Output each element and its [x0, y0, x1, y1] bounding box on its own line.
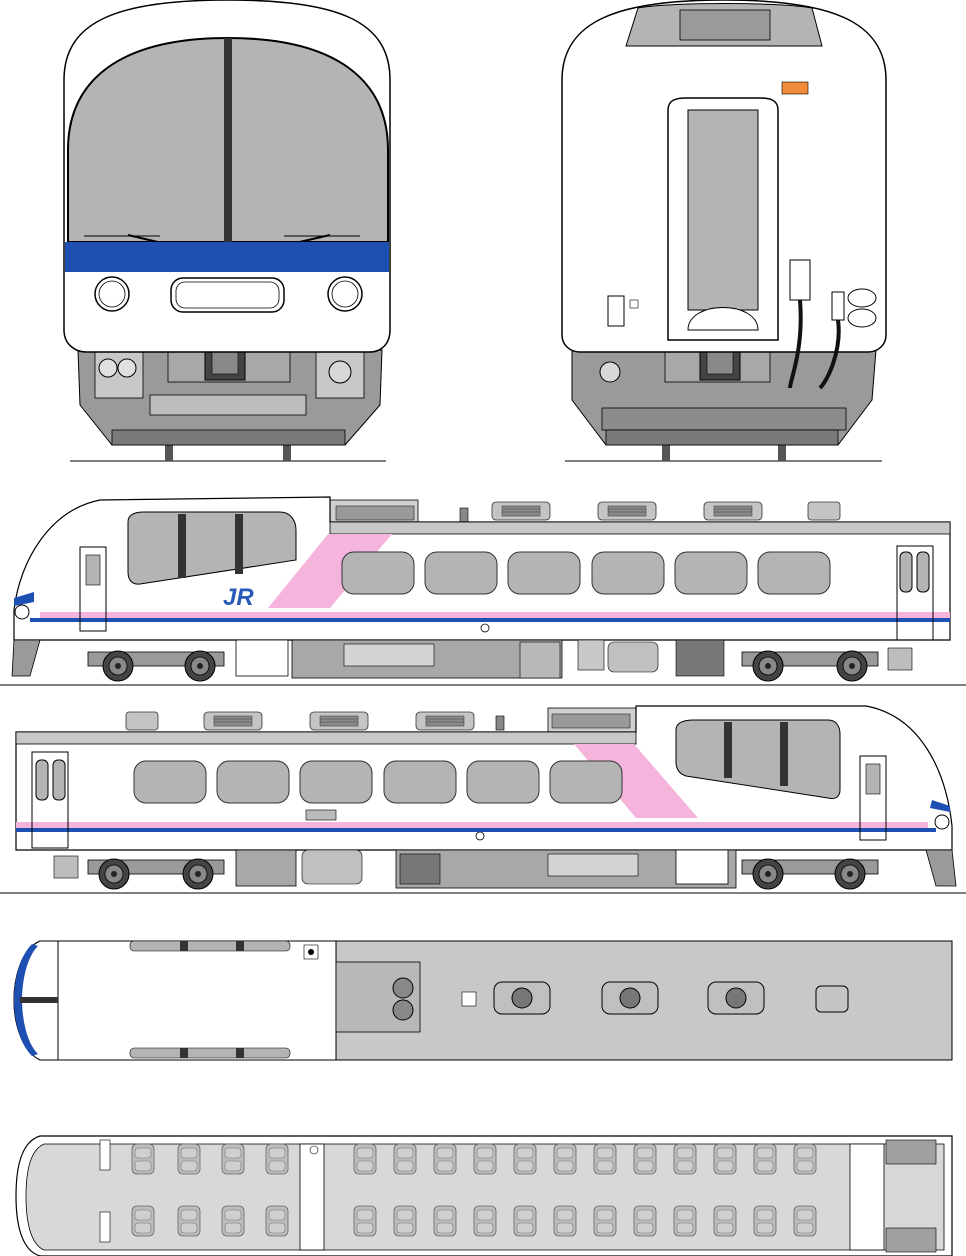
- side-view-lower: [0, 705, 966, 894]
- front-view: [63, 0, 391, 462]
- jr-logo-upper: JR: [223, 584, 254, 611]
- roof-plan: [13, 940, 953, 1061]
- rear-view: [561, 0, 887, 462]
- side-view-upper: JR: [0, 496, 966, 686]
- floor-plan: [15, 1135, 953, 1256]
